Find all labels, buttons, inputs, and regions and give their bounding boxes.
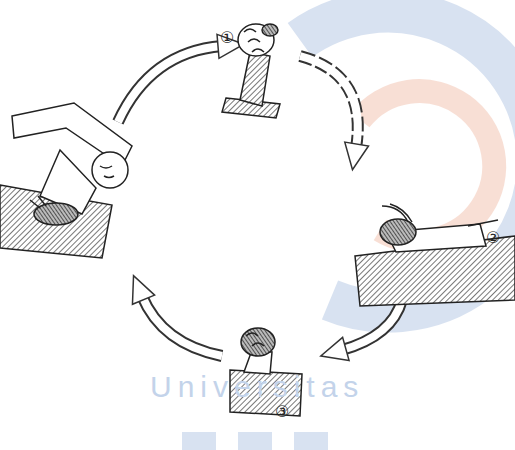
patient-figure xyxy=(0,103,132,258)
watermark-text: Universitas xyxy=(150,372,364,402)
callout-number: ③ xyxy=(275,404,289,420)
callout-number: ① xyxy=(220,30,234,46)
callout-number: ② xyxy=(486,230,500,246)
forearm-figure xyxy=(355,204,515,306)
cycle-arrows xyxy=(118,46,402,356)
